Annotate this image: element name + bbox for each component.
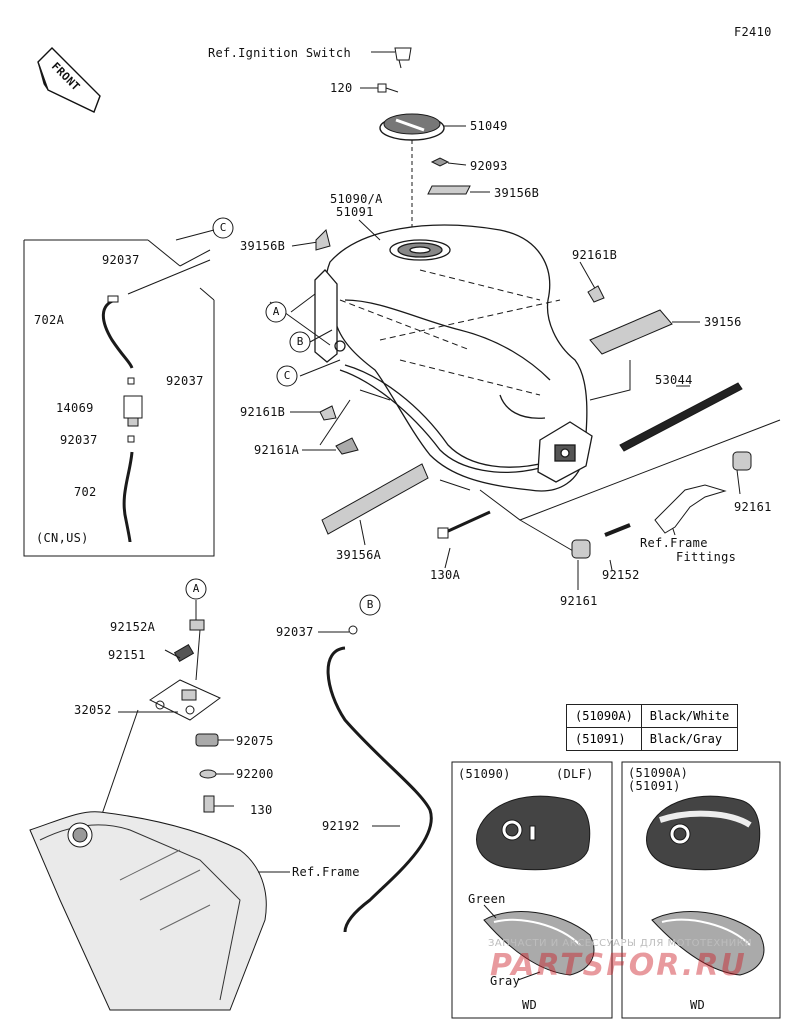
table-row: (51091) Black/Gray [566, 727, 739, 751]
label-inset-92037-low: 92037 [60, 433, 98, 447]
rubber-92161-part [571, 451, 752, 559]
label-92037-b: 92037 [276, 625, 314, 639]
table-cell-code: (51090A) [566, 704, 642, 728]
label-ref-ignition-switch: Ref.Ignition Switch [208, 46, 351, 60]
pad-92161A [335, 437, 359, 455]
pad-92161B-left [319, 405, 337, 421]
watermark-tagline: ЗАПЧАСТИ И АКСЕССУАРЫ ДЛЯ МОТОТЕХНИКИ [488, 938, 753, 949]
label-ref-frame-fittings-1: Ref.Frame [640, 536, 708, 550]
label-inset-92037-mid: 92037 [166, 374, 204, 388]
label-39156B-top: 39156B [494, 186, 540, 200]
table-cell-color: Black/White [640, 704, 739, 728]
variant-left-tag: (DLF) [556, 767, 594, 781]
label-130: 130 [250, 803, 273, 817]
variant-box-left [451, 761, 613, 1019]
decal-39156B-small [315, 229, 331, 251]
variant-right-code1: (51090A) [628, 766, 689, 780]
label-92161A: 92161A [254, 443, 300, 457]
label-inset-92037-top: 92037 [102, 253, 140, 267]
label-92161-bottom: 92161 [560, 594, 598, 608]
variant-left-gray: Gray [490, 974, 521, 988]
table-cell-code: (51091) [566, 727, 642, 751]
inset-box [23, 229, 215, 557]
label-39156: 39156 [704, 315, 742, 329]
strip-39156A [321, 463, 429, 535]
fuel-tank-part [314, 224, 593, 492]
label-130A: 130A [430, 568, 461, 582]
label-92200: 92200 [236, 767, 274, 781]
label-92152: 92152 [602, 568, 640, 582]
table-cell-color: Black/Gray [640, 727, 739, 751]
variant-left-wd: WD [522, 998, 538, 1012]
fuel-cap-51049-part [379, 113, 466, 250]
callout-circles [185, 217, 381, 616]
variant-box-right [621, 761, 781, 1019]
strip-39156B-part [427, 185, 490, 195]
frame-fittings-part [654, 484, 727, 534]
callout-c-mid: C [283, 369, 291, 382]
label-92161B-right: 92161B [572, 248, 618, 262]
variant-left-code: (51090) [458, 767, 511, 781]
variant-right-code2: (51091) [628, 779, 681, 793]
callout-a-bottom: A [192, 582, 200, 595]
hose-92192-part [318, 625, 433, 933]
label-inset-cn-us: (CN,US) [36, 531, 89, 545]
label-92093: 92093 [470, 159, 508, 173]
frame-lines [269, 301, 781, 556]
bolt-130A-part [437, 510, 491, 539]
variant-left-green: Green [468, 892, 506, 906]
spacer-92152 [604, 523, 631, 537]
table-row: (51090A) Black/White [566, 704, 739, 728]
variant-left-tank [476, 795, 595, 981]
leader-lines [290, 219, 741, 590]
strip-39156 [589, 309, 673, 355]
label-51090A: 51090/A [330, 192, 383, 206]
label-92152A: 92152A [110, 620, 156, 634]
label-39156B-left: 39156B [240, 239, 286, 253]
color-table: (51090A) Black/White (51091) Black/Gray [566, 704, 739, 751]
label-32052: 32052 [74, 703, 112, 717]
pad-92161B-right [587, 285, 605, 303]
label-51091: 51091 [336, 205, 374, 219]
label-39156A: 39156A [336, 548, 382, 562]
callout-c-top: C [219, 221, 227, 234]
label-53044: 53044 [655, 373, 693, 387]
front-arrow-icon [37, 47, 101, 113]
diagram-code: F2410 [734, 25, 772, 39]
screw-120-part [360, 83, 399, 93]
label-inset-702: 702 [74, 485, 97, 499]
main-frame-part [29, 811, 290, 1011]
variant-right-tank [646, 795, 765, 976]
callout-a-top: A [272, 305, 280, 318]
label-92151: 92151 [108, 648, 146, 662]
label-92161B-left: 92161B [240, 405, 286, 419]
label-ref-frame-fittings-2: Fittings [676, 550, 737, 564]
label-inset-702A: 702A [34, 313, 65, 327]
callout-b-bottom: B [366, 598, 374, 611]
label-92161-right: 92161 [734, 500, 772, 514]
strip-53044 [619, 382, 743, 452]
label-51049: 51049 [470, 119, 508, 133]
label-ref-frame: Ref.Frame [292, 865, 360, 879]
ignition-cap-part [371, 47, 412, 69]
bracket-assembly-part [99, 600, 234, 821]
watermark-logo: PARTSFOR.RU [490, 948, 747, 983]
label-92192: 92192 [322, 819, 360, 833]
guide-lines [339, 269, 561, 396]
callout-b-top: B [296, 335, 304, 348]
variant-right-wd: WD [690, 998, 706, 1012]
washer-92093-part [430, 157, 467, 167]
label-inset-14069: 14069 [56, 401, 94, 415]
label-92075: 92075 [236, 734, 274, 748]
label-120: 120 [330, 81, 353, 95]
